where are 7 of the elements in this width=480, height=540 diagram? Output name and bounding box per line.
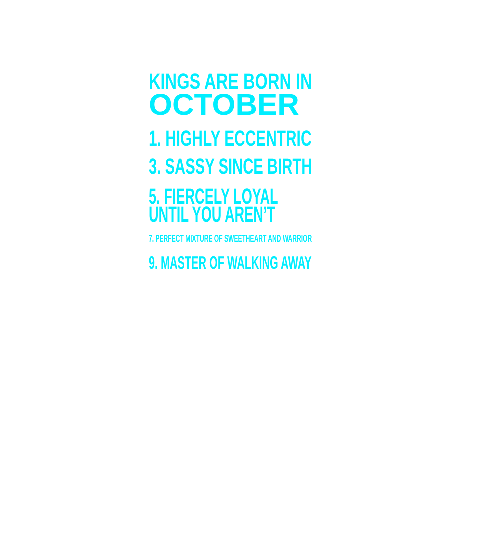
headline-month-text: OCTOBER (149, 91, 300, 121)
headline-text: KINGS ARE BORN IN (149, 71, 312, 93)
list-item-text: 5. FIERCELY LOYAL UNTIL YOU AREN’T (149, 188, 280, 224)
list-item-text: 1. HIGHLY ECCENTRIC (149, 128, 312, 150)
list-item-text: 3. SASSY SINCE BIRTH (149, 156, 312, 178)
list-item-text: 9. MASTER OF WALKING AWAY (149, 254, 312, 272)
list-item-text: 7. PERFECT MIXTURE OF SWEETHEART AND WARRIOR (149, 235, 312, 245)
